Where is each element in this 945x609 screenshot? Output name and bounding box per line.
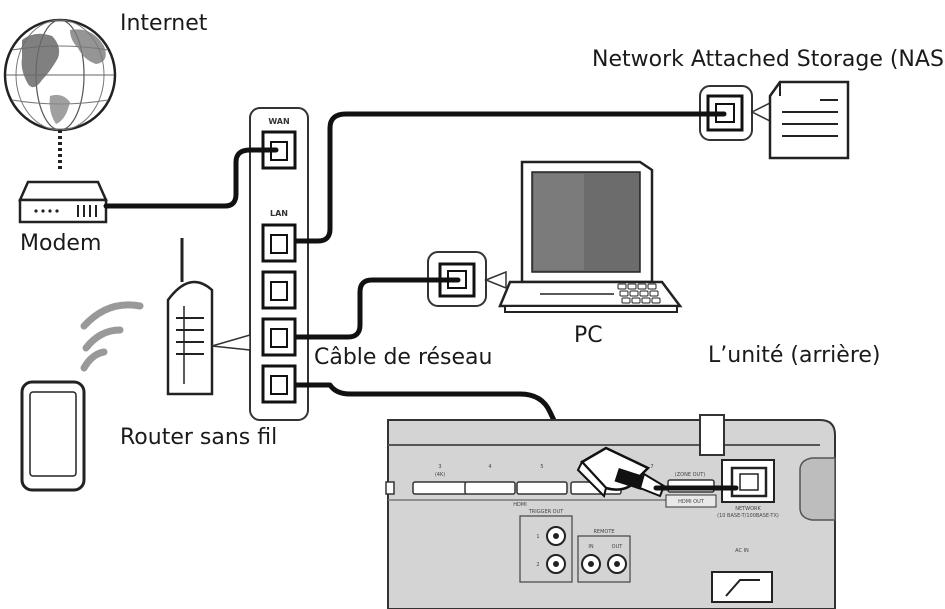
hdmi-port-4 <box>464 481 516 495</box>
hdmi-out-label: HDMI OUT <box>678 499 705 505</box>
internet-label: Internet <box>120 11 208 36</box>
hdmi-out-zone-label: (ZONE OUT) <box>675 472 705 478</box>
trigger-out-section: TRIGGER OUT 1 2 <box>519 509 573 583</box>
cable-modem-to-wan <box>103 147 279 209</box>
hdmi-4k-label: (4K) <box>435 472 445 478</box>
remote-label: REMOTE <box>593 529 614 535</box>
ethernet-plug-icon <box>576 446 666 498</box>
hdmi-number-7: 7 <box>650 464 653 470</box>
laptop-keyboard <box>540 283 661 304</box>
nas-label: Network Attached Storage (NAS) <box>592 47 945 72</box>
laptop-icon <box>498 160 683 313</box>
hdmi-number-5: 5 <box>540 464 543 470</box>
trigger-out-label: TRIGGER OUT <box>528 509 565 515</box>
hdmi-port-5 <box>516 481 568 495</box>
network-sublabel: (10 BASE-T/100BASE-TX) <box>717 513 779 519</box>
cable-lan-to-pc <box>293 277 461 340</box>
wireless-router-icon <box>166 238 251 396</box>
remote-out-label: OUT <box>612 544 624 550</box>
ac-in-section: AC IN <box>711 548 773 603</box>
hdmi-number-4: 4 <box>488 464 491 470</box>
modem-label: Modem <box>20 231 101 256</box>
ac-in-label: AC IN <box>735 548 749 554</box>
modem-icon <box>18 180 108 224</box>
remote-section: REMOTE IN OUT <box>577 529 631 583</box>
cable-lan-to-nas <box>293 111 727 244</box>
smartphone-icon <box>20 380 86 492</box>
network-cable-label: Câble de réseau <box>314 345 492 370</box>
globe-icon <box>3 18 117 172</box>
nas-icon <box>699 80 850 160</box>
unit-network-port: NETWORK (10 BASE-T/100BASE-TX) <box>717 459 779 519</box>
lan-label: LAN <box>270 209 288 218</box>
ac-in-socket <box>711 571 773 603</box>
remote-in-label: IN <box>588 544 593 550</box>
lan-port-1 <box>261 223 297 263</box>
router-port-panel: WAN LAN <box>249 107 309 421</box>
trigger-1-label: 1 <box>536 534 539 540</box>
network-label: NETWORK <box>735 506 761 512</box>
hdmi-group-label: HDMI <box>513 502 526 508</box>
wifi-waves-icon <box>80 301 144 372</box>
lan-port-2 <box>261 270 297 310</box>
lan-port-3 <box>261 317 297 357</box>
wan-label: WAN <box>268 117 289 126</box>
pc-label: PC <box>574 323 603 348</box>
unit-label: L’unité (arrière) <box>708 343 881 368</box>
trigger-2-label: 2 <box>536 562 539 568</box>
lan-port-4 <box>261 364 297 404</box>
wireless-router-label: Router sans fil <box>120 425 277 450</box>
pc-network-port-callout <box>427 251 507 307</box>
hdmi-number-3: 3 <box>438 464 441 470</box>
av-receiver-rear-panel: 3 (4K) 4 5 6 7 HDMI (ZONE OUT) HDMI OUT … <box>385 414 836 609</box>
hdmi-port-3 <box>412 481 468 495</box>
